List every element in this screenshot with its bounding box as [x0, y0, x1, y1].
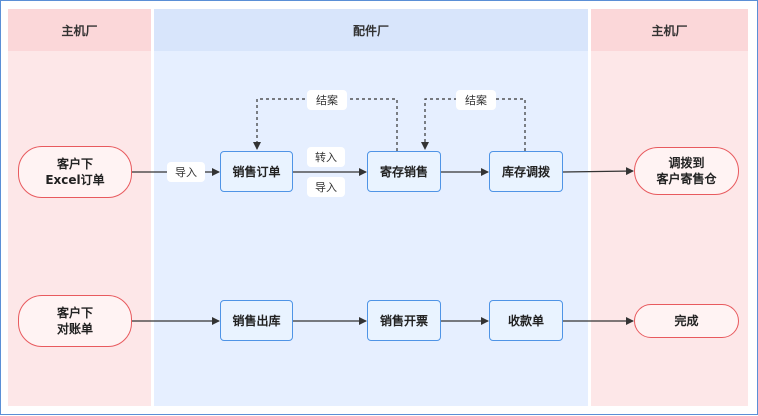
node-customer-statement: 客户下 对账单: [18, 295, 132, 347]
node-receipt: 收款单: [489, 300, 563, 341]
node-transfer-to-consignment-warehouse: 调拨到 客户寄售仓: [634, 147, 739, 195]
label-close-2: 结案: [456, 90, 496, 110]
lane-right-header: 主机厂: [591, 9, 748, 51]
lane-middle-header: 配件厂: [154, 9, 588, 51]
node-complete: 完成: [634, 304, 739, 338]
label-transfer-in: 转入: [307, 147, 345, 167]
node-consignment-sales: 寄存销售: [367, 151, 441, 192]
label-import-consignment: 导入: [307, 177, 345, 197]
node-inventory-transfer: 库存调拨: [489, 151, 563, 192]
node-customer-excel-order: 客户下 Excel订单: [18, 146, 132, 198]
label-import: 导入: [167, 162, 205, 182]
lane-right: [591, 9, 748, 406]
lane-left-header: 主机厂: [8, 9, 151, 51]
label-close-1: 结案: [307, 90, 347, 110]
node-sales-invoice: 销售开票: [367, 300, 441, 341]
arrow-transfer-to-customer-warehouse: [562, 167, 634, 176]
node-sales-outbound: 销售出库: [220, 300, 293, 341]
node-sales-order: 销售订单: [220, 151, 293, 192]
